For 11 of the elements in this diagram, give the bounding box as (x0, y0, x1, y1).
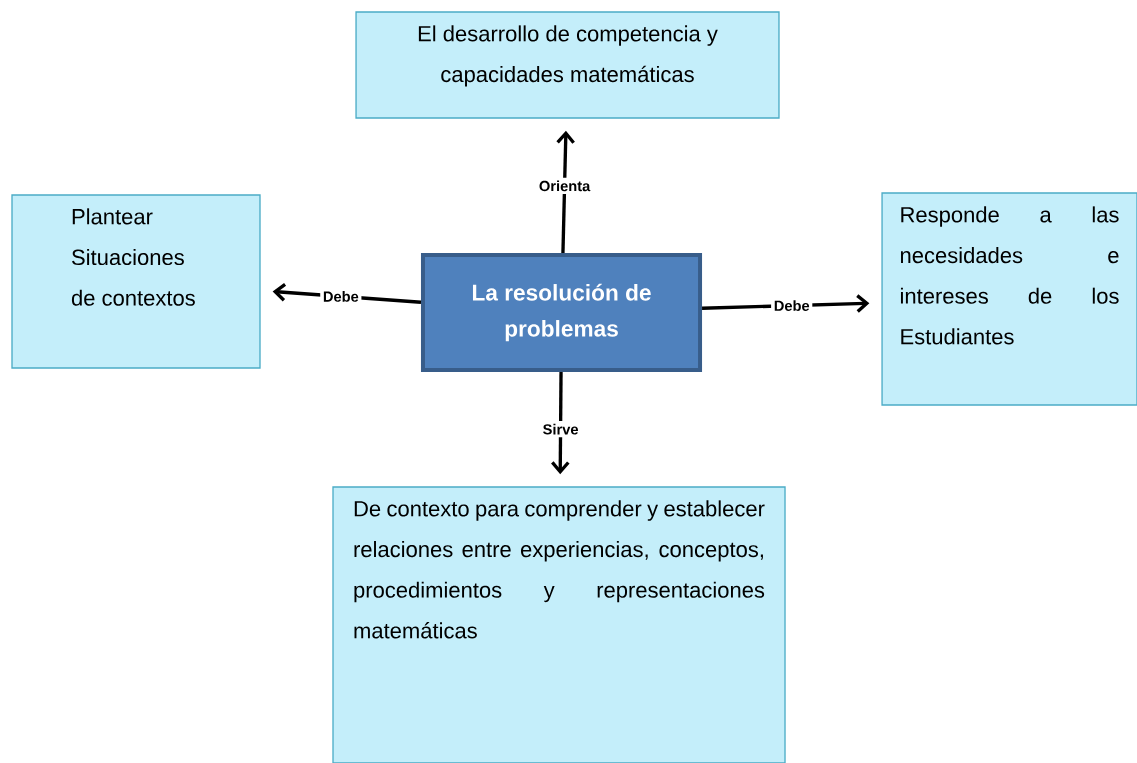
edge-label: Debe (320, 288, 362, 305)
arrow (556, 130, 575, 254)
edge-label: Sirve (539, 421, 582, 438)
text-box: De contexto para comprender y establecer relaciones entre experiencias, conceptos, procedimientos y representaciones matemáticas (332, 486, 786, 763)
edge-label: Debe (771, 297, 813, 314)
arrow (551, 371, 570, 475)
text-box: Responde a las necesidades e intereses de los Estudiantes (881, 192, 1137, 406)
text-box: Plantear Situaciones de contextos (11, 194, 261, 369)
text-box: El desarrollo de competencia y capacidades matemáticas (355, 11, 780, 119)
edge-label: Orienta (536, 177, 593, 194)
main-box: La resolución de problemas (420, 253, 703, 372)
